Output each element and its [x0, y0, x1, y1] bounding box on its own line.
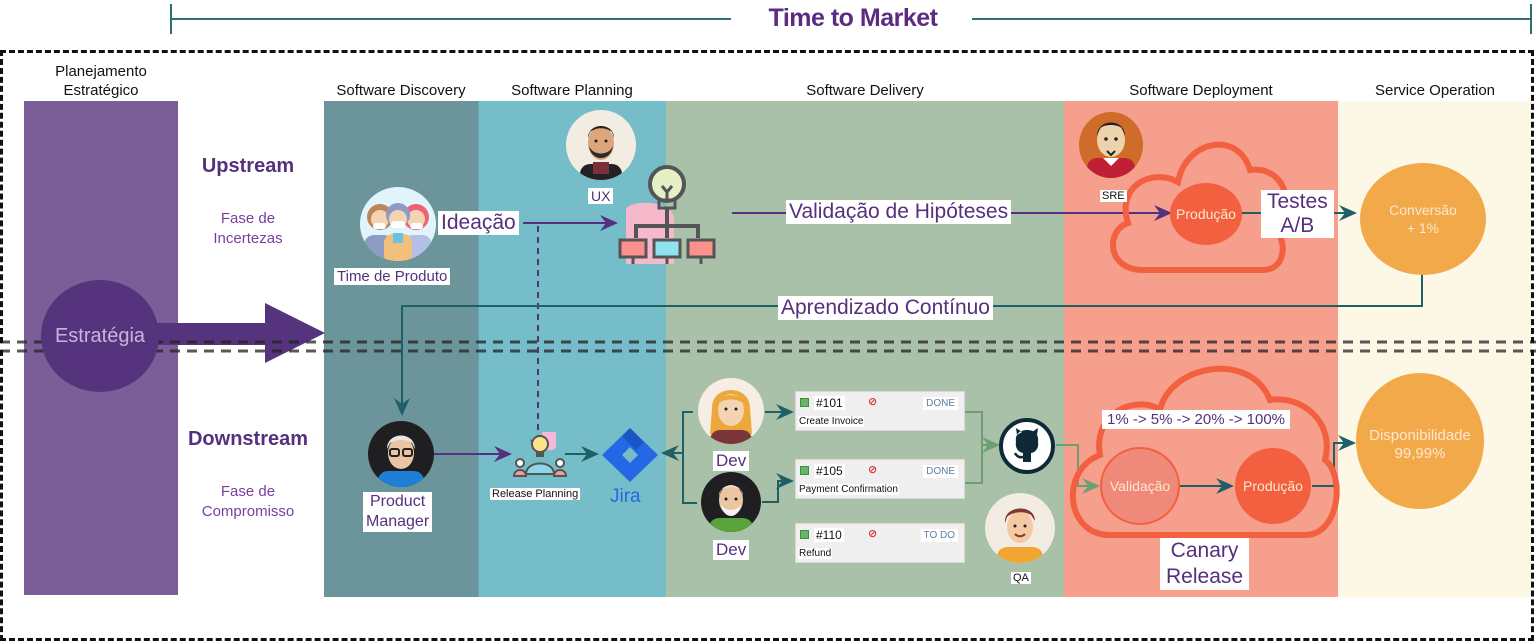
ticket-status: TO DO	[920, 529, 958, 542]
conversion-line2: + 1%	[1406, 220, 1440, 236]
ticket-title: Payment Confirmation	[798, 484, 899, 495]
dev2-label: Dev	[713, 540, 750, 560]
strategy-label-line2: Estratégico	[63, 82, 139, 99]
conversion-line1: Conversão	[1389, 202, 1457, 218]
ab-testing-line1: Testes	[1267, 190, 1328, 213]
sre-avatar-icon	[1079, 112, 1143, 178]
release-planning-icon	[512, 430, 568, 480]
banner-left-line	[171, 18, 731, 20]
column-label-delivery: Software Delivery	[806, 82, 924, 99]
ab-testing-label: Testes A/B	[1261, 190, 1334, 238]
dev2-avatar-icon	[701, 472, 761, 532]
blocked-icon: ⊘	[868, 396, 878, 408]
banner-title: Time to Market	[768, 4, 938, 32]
canary-release-line2: Release	[1166, 565, 1244, 588]
conversion-outcome-node: Conversão + 1%	[1360, 163, 1486, 275]
column-label-deployment: Software Deployment	[1129, 82, 1273, 99]
ticket-id: #101	[814, 396, 845, 410]
product-manager-avatar-icon	[368, 421, 434, 487]
banner-right-line	[972, 18, 1532, 20]
availability-line1: Disponibilidade	[1369, 427, 1471, 444]
downstream-sub-line2: Compromisso	[201, 503, 295, 520]
ticket-status: DONE	[923, 397, 958, 410]
pm-label-line2: Manager	[366, 513, 430, 530]
upstream-title: Upstream	[201, 155, 295, 177]
ideation-label: Ideação	[438, 211, 519, 236]
continuous-learning-label: Aprendizado Contínuo	[778, 296, 993, 321]
idea-network-icon	[616, 160, 716, 270]
ticket-id: #110	[814, 528, 844, 542]
ab-testing-line2: A/B	[1280, 214, 1315, 237]
availability-line2: 99,99%	[1394, 445, 1446, 462]
upstream-dashed-region	[0, 50, 1534, 343]
strategy-arrow	[150, 303, 325, 363]
upstream-production-node: Produção	[1170, 183, 1242, 245]
product-team-avatar-icon	[360, 187, 436, 261]
product-manager-label: Product Manager	[363, 492, 433, 532]
hypothesis-validation-label: Validação de Hipóteses	[786, 200, 1012, 225]
canary-cloud-icon	[1069, 365, 1340, 538]
jira-logo-icon	[600, 428, 660, 482]
story-flag-icon	[800, 398, 809, 407]
upstream-sub-line2: Incertezas	[213, 230, 283, 247]
upstream-sub-line1: Fase de	[220, 210, 276, 227]
ticket-title: Create Invoice	[798, 416, 865, 427]
strategy-label-line1: Planejamento	[55, 63, 147, 80]
ticket-id: #105	[814, 464, 845, 478]
blocked-icon: ⊘	[868, 464, 878, 476]
dev1-avatar-icon	[698, 378, 764, 444]
column-label-discovery: Software Discovery	[336, 82, 466, 99]
story-flag-icon	[800, 530, 809, 539]
canary-steps-label: 1% -> 5% -> 20% -> 100%	[1102, 410, 1291, 430]
availability-outcome-node: Disponibilidade 99,99%	[1356, 373, 1484, 509]
qa-avatar-icon	[985, 493, 1055, 563]
downstream-sub-line1: Fase de	[220, 483, 276, 500]
downstream-dashed-region	[0, 350, 1534, 641]
banner-right-tick	[1530, 4, 1532, 34]
ticket-title: Refund	[798, 548, 833, 559]
release-planning-label: Release Planning	[490, 488, 581, 500]
github-logo-icon	[999, 418, 1055, 474]
ticket-card[interactable]: #101 ⊘ DONE Create Invoice	[795, 391, 965, 431]
strategy-circle: Estratégia	[41, 280, 159, 392]
downstream-title: Downstream	[187, 428, 309, 450]
jira-label: Jira	[610, 486, 641, 507]
ux-avatar-icon	[566, 110, 636, 180]
canary-validation-node: Validação	[1100, 447, 1180, 525]
dev1-label: Dev	[713, 451, 750, 471]
ticket-card[interactable]: #105 ⊘ DONE Payment Confirmation	[795, 459, 965, 499]
column-planning	[478, 101, 666, 597]
story-flag-icon	[800, 466, 809, 475]
canary-production-node: Produção	[1235, 448, 1311, 524]
ticket-status: DONE	[923, 465, 958, 478]
ux-label: UX	[588, 188, 614, 205]
qa-label: QA	[1011, 572, 1031, 584]
column-label-operation: Service Operation	[1374, 82, 1496, 99]
pm-label-line1: Product	[370, 493, 426, 510]
sre-label: SRE	[1100, 190, 1127, 202]
strategy-column-label: Planejamento Estratégico	[24, 62, 178, 100]
canary-release-label: Canary Release	[1160, 538, 1250, 590]
column-label-planning: Software Planning	[511, 82, 633, 99]
canary-release-line1: Canary	[1170, 539, 1239, 562]
product-team-label: Time de Produto	[334, 268, 451, 286]
blocked-icon: ⊘	[868, 528, 878, 540]
downstream-subtitle: Fase de Compromisso	[178, 482, 318, 522]
ticket-card[interactable]: #110 ⊘ TO DO Refund	[795, 523, 965, 563]
upstream-subtitle: Fase de Incertezas	[178, 209, 318, 249]
